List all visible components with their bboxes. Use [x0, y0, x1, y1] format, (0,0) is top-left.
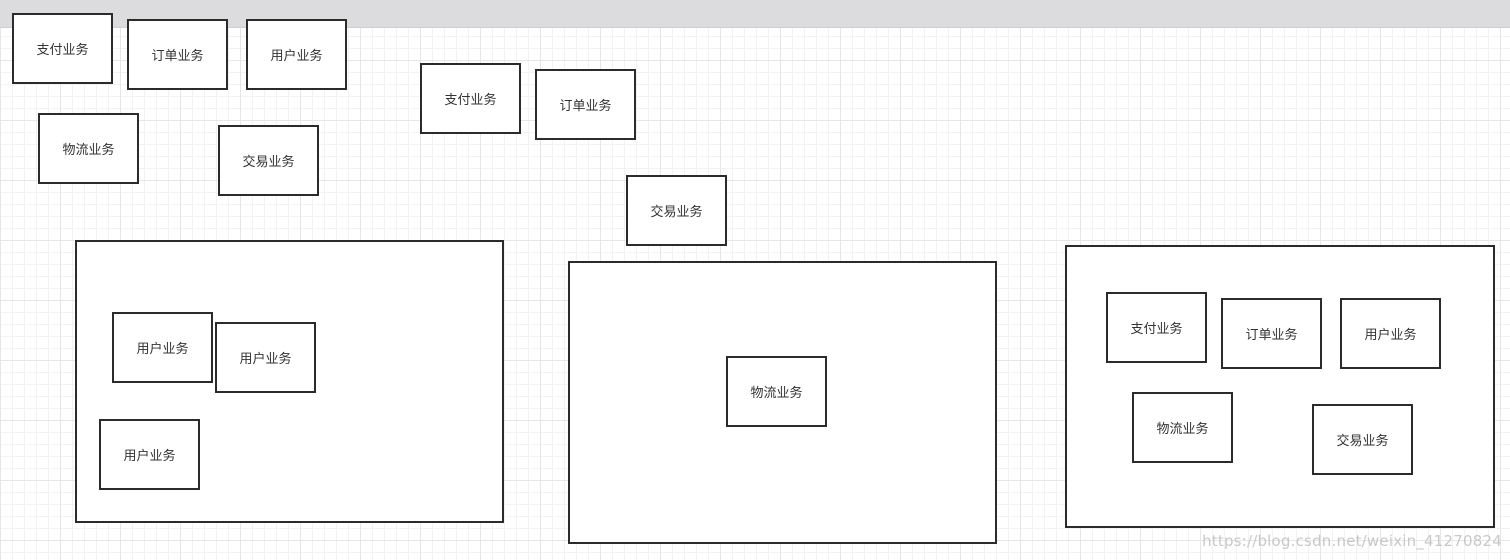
node-payment[interactable]: 支付业务 — [420, 63, 521, 134]
node-logistics[interactable]: 物流业务 — [1132, 392, 1233, 463]
node-trade[interactable]: 交易业务 — [1312, 404, 1413, 475]
node-logistics[interactable]: 物流业务 — [38, 113, 139, 184]
node-payment[interactable]: 支付业务 — [12, 13, 113, 84]
node-trade[interactable]: 交易业务 — [218, 125, 319, 196]
node-trade[interactable]: 交易业务 — [626, 175, 727, 246]
node-user[interactable]: 用户业务 — [215, 322, 316, 393]
node-payment[interactable]: 支付业务 — [1106, 292, 1207, 363]
node-order[interactable]: 订单业务 — [1221, 298, 1322, 369]
node-logistics[interactable]: 物流业务 — [726, 356, 827, 427]
node-user[interactable]: 用户业务 — [112, 312, 213, 383]
node-order[interactable]: 订单业务 — [127, 19, 228, 90]
container-right[interactable] — [1065, 245, 1495, 528]
node-user[interactable]: 用户业务 — [99, 419, 200, 490]
node-user[interactable]: 用户业务 — [246, 19, 347, 90]
node-order[interactable]: 订单业务 — [535, 69, 636, 140]
watermark-text: https://blog.csdn.net/weixin_41270824 — [1202, 532, 1502, 550]
node-user[interactable]: 用户业务 — [1340, 298, 1441, 369]
